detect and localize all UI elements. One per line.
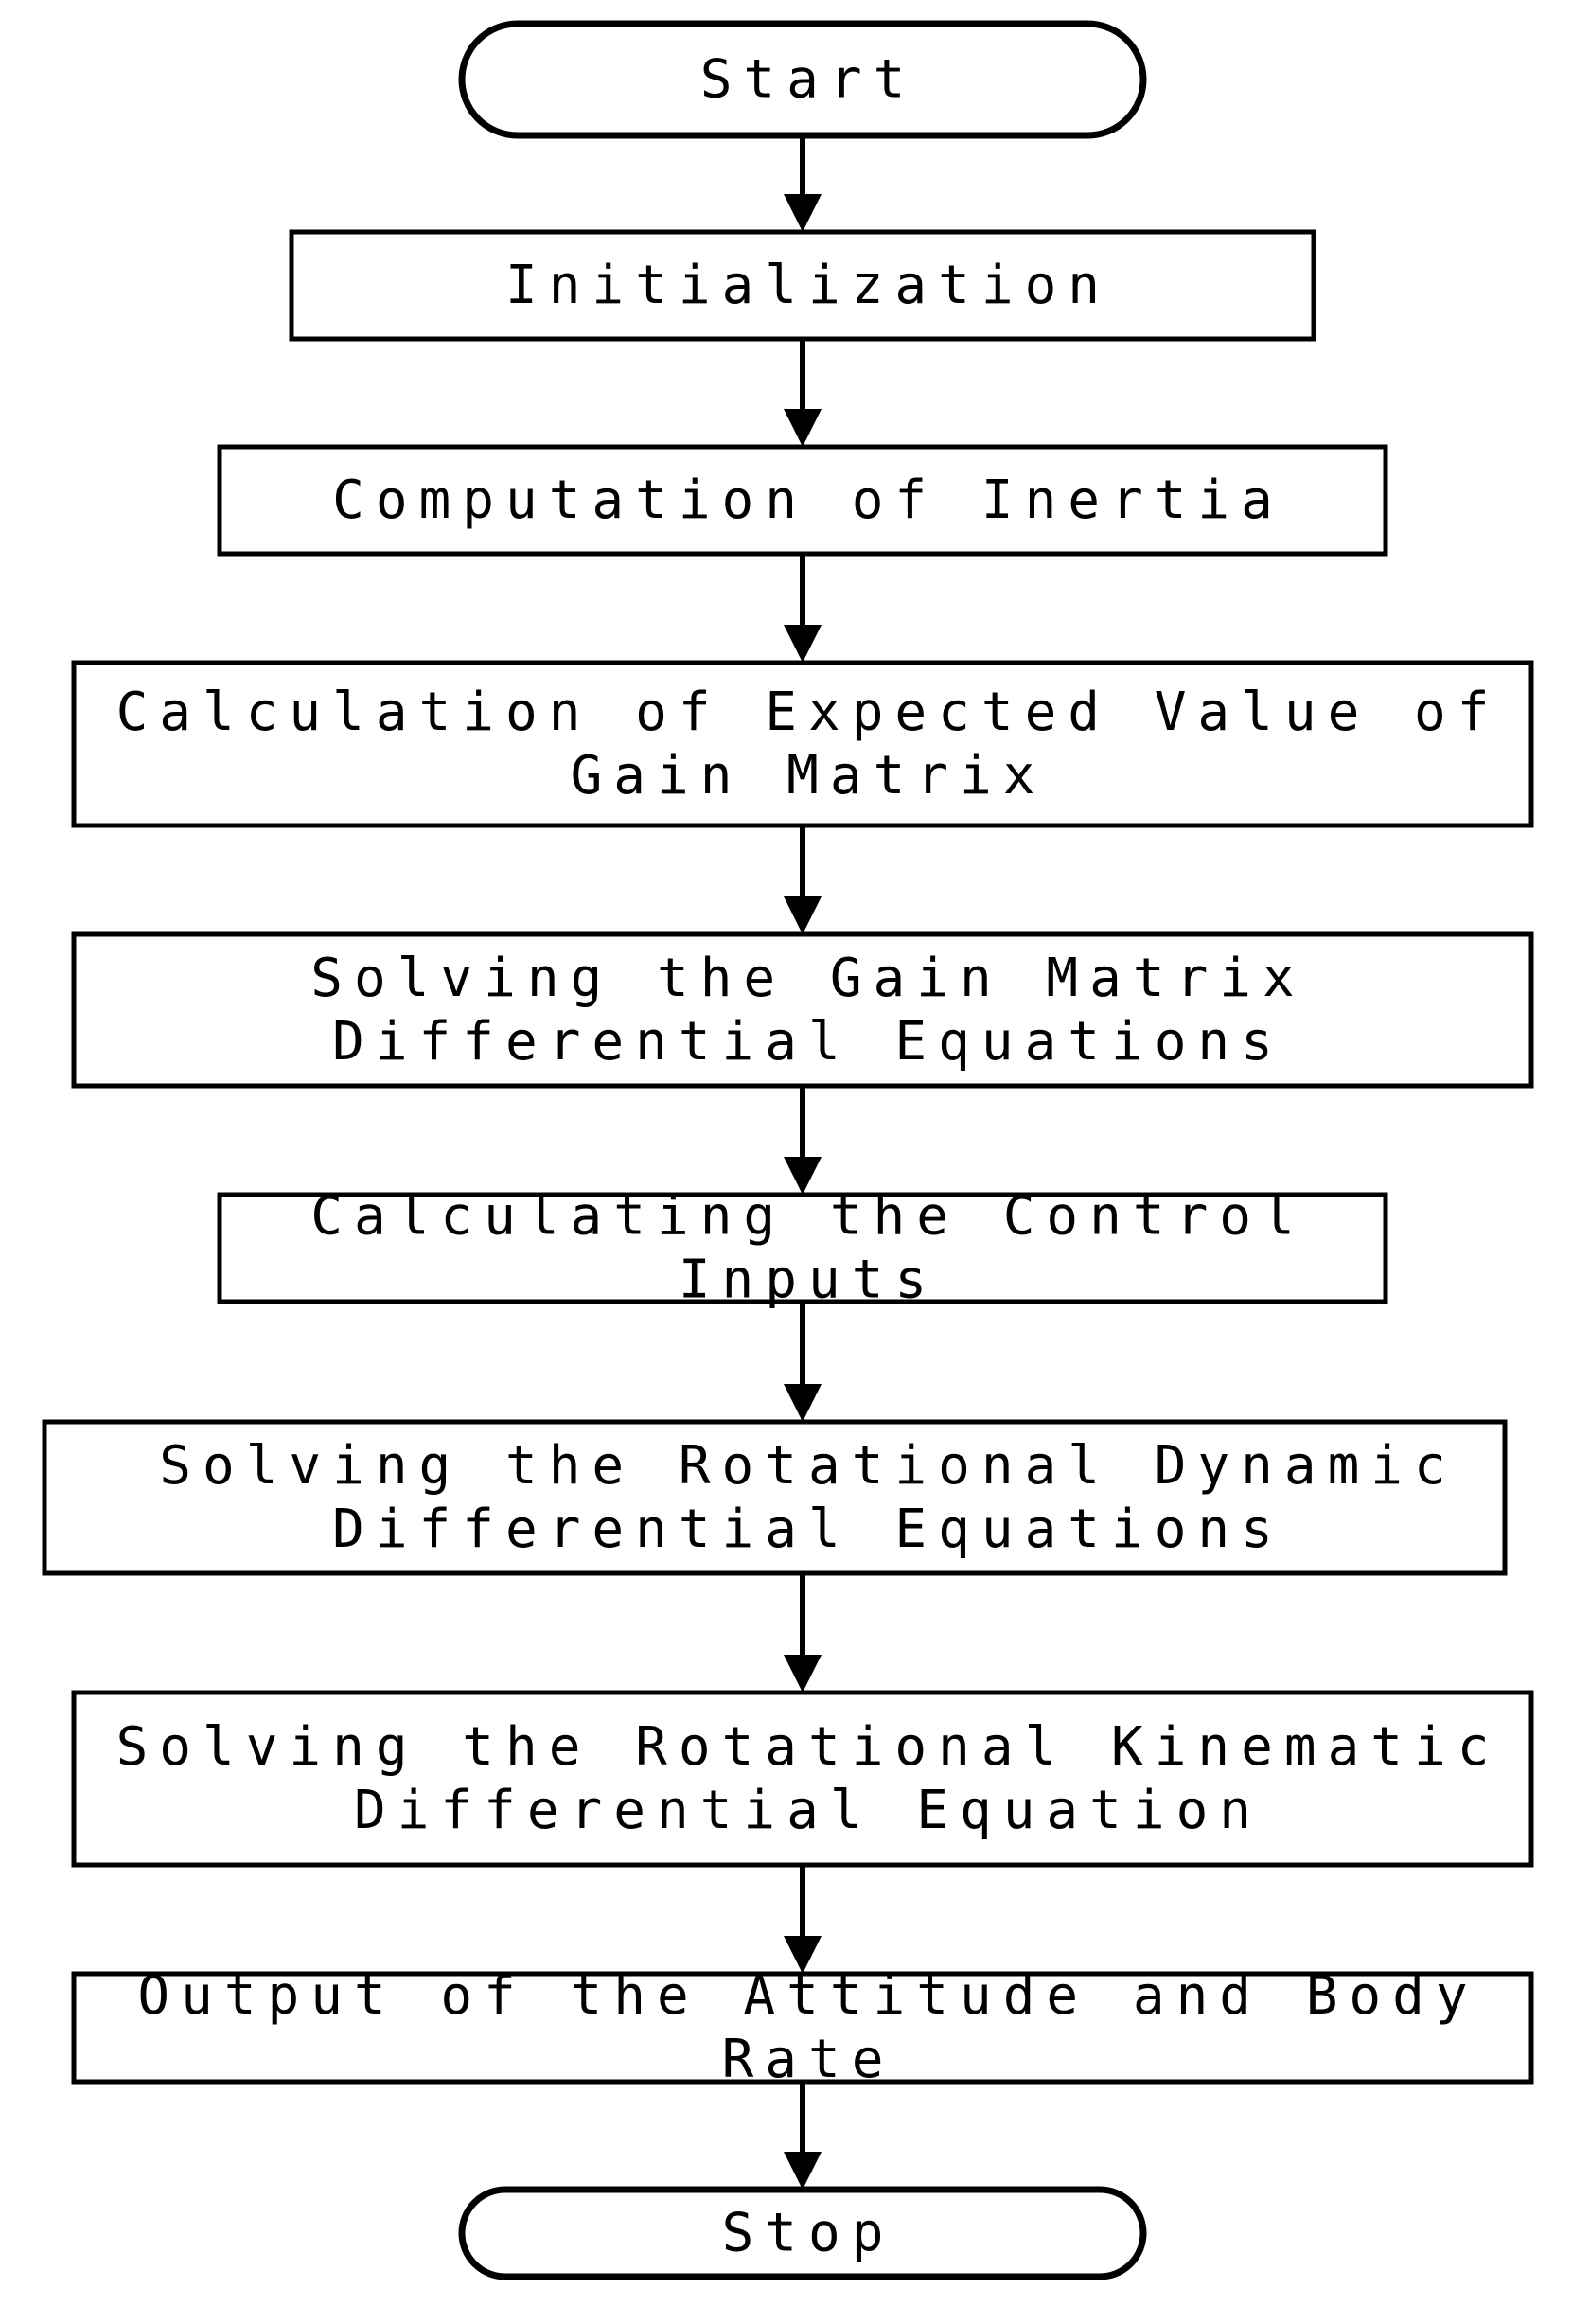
arrow-head-icon [784,1936,822,1974]
flow-arrow [784,339,822,447]
process-box [217,444,1388,557]
node-label-line: Initialization [505,255,1111,316]
process-box [71,931,1534,1089]
node-start: Start [458,20,1147,139]
process-box [71,660,1534,828]
flow-arrow [784,1865,822,1974]
node-rot-kinematic: Solving the Rotational KinematicDifferen… [71,1690,1534,1868]
arrow-head-icon [784,896,822,934]
node-init: Initialization [289,229,1316,342]
flow-arrow [784,1086,822,1195]
node-label-line: Calculation of Expected Value of [116,682,1501,743]
arrow-head-icon [784,625,822,663]
arrow-head-icon [784,1655,822,1693]
node-label-line: Rate [722,2029,895,2090]
arrow-head-icon [784,2152,822,2190]
flow-arrow [784,135,822,232]
node-label-line: Solving the Rotational Kinematic [116,1716,1501,1778]
node-label-line: Inputs [679,1250,938,1311]
node-label-line: Solving the Gain Matrix [310,948,1305,1009]
arrow-head-icon [784,409,822,447]
flow-arrow [784,1302,822,1422]
arrow-head-icon [784,1384,822,1422]
terminator-shape [458,20,1147,139]
node-label-line: Solving the Rotational Dynamic [159,1435,1457,1497]
flow-arrow [784,554,822,663]
terminator-shape [458,2186,1147,2280]
flow-arrow [784,825,822,934]
process-box [71,1971,1534,2085]
node-label-line: Output of the Attitude and Body [137,1965,1478,2027]
node-label-line: Differential Equation [354,1780,1263,1841]
node-inertia: Computation of Inertia [217,444,1388,557]
arrow-head-icon [784,1157,822,1195]
node-rot-dynamic: Solving the Rotational DynamicDifferenti… [42,1419,1508,1576]
process-box [42,1419,1508,1576]
node-label-line: Differential Equations [332,1499,1284,1560]
node-label-line: Computation of Inertia [332,470,1284,531]
node-label-line: Calculating the Control [310,1186,1305,1248]
node-stop: Stop [458,2186,1147,2280]
arrow-head-icon [784,194,822,232]
process-box [71,1690,1534,1868]
node-label-line: Start [700,49,917,111]
node-label-line: Gain Matrix [571,745,1047,807]
flow-arrow [784,1573,822,1693]
flow-arrow [784,2082,822,2190]
process-box [289,229,1316,342]
process-box [217,1192,1388,1304]
node-label-line: Differential Equations [332,1011,1284,1073]
node-label-line: Stop [722,2203,895,2264]
